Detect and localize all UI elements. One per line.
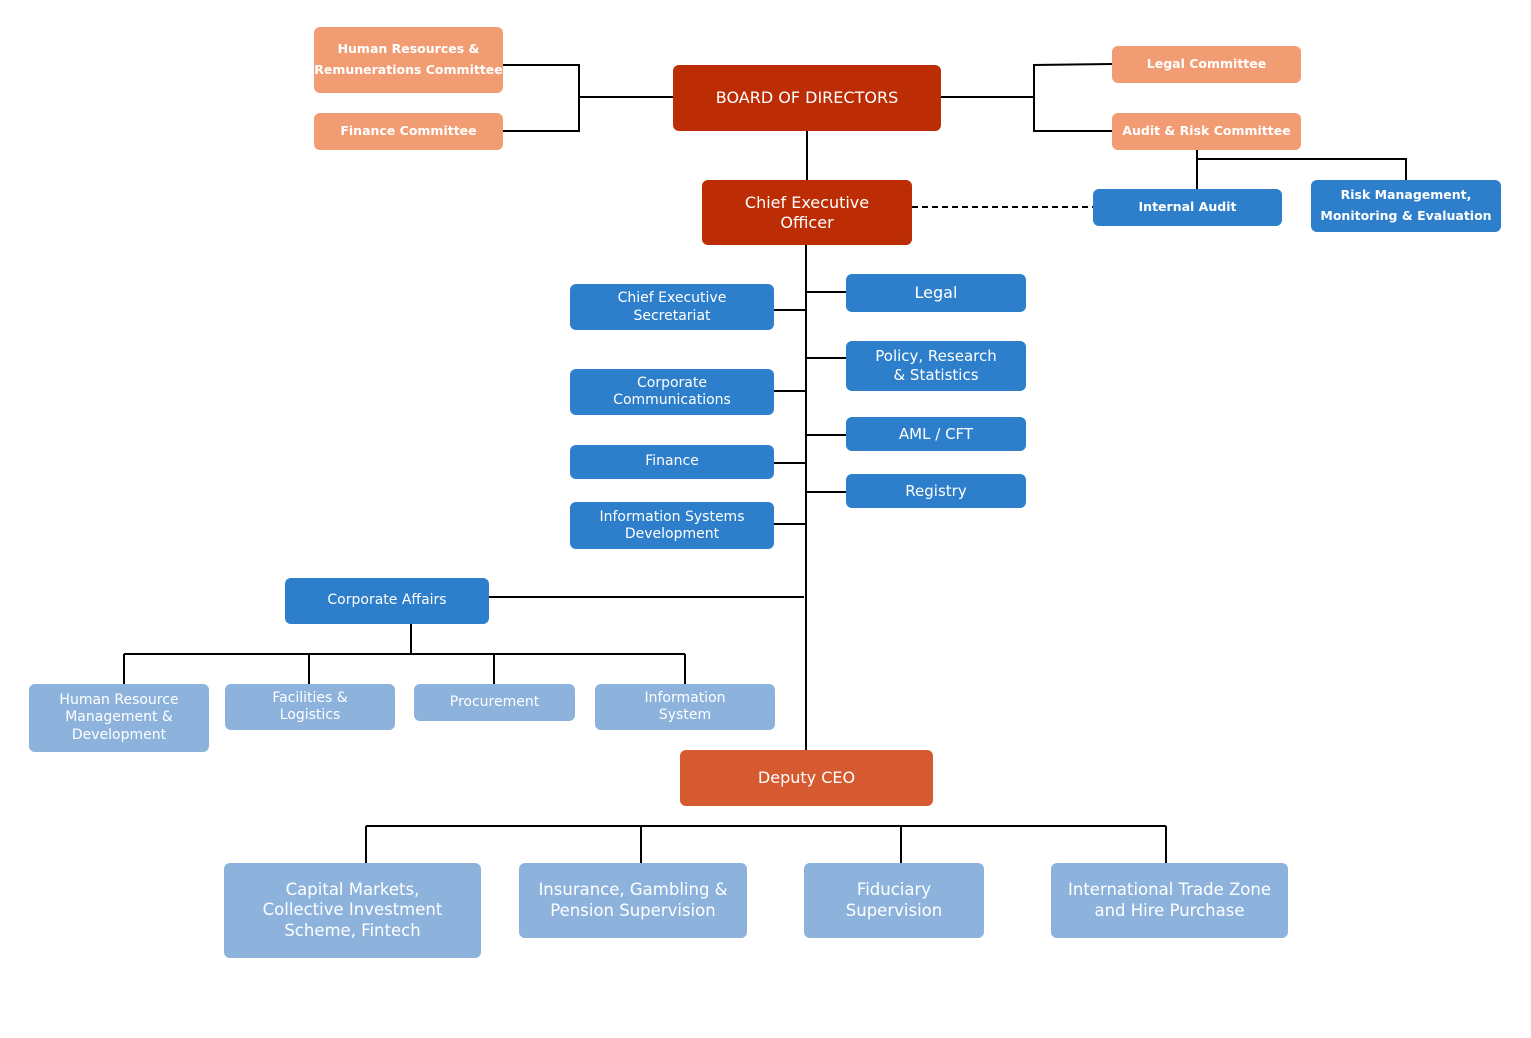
facilities-logistics-box: Facilities & Logistics <box>225 684 395 730</box>
fiduciary-supervision-box: Fiduciary Supervision <box>804 863 984 938</box>
legal-box: Legal <box>846 274 1026 312</box>
hr-remuneration-committee-box: Human Resources & Remunerations Committe… <box>314 27 503 93</box>
insurance-gambling-pension-box: Insurance, Gambling & Pension Supervisio… <box>519 863 747 938</box>
procurement-box: Procurement <box>414 684 575 721</box>
capital-markets-box: Capital Markets, Collective Investment S… <box>224 863 481 958</box>
deputy-ceo-box: Deputy CEO <box>680 750 933 806</box>
international-trade-zone-box: International Trade Zone and Hire Purcha… <box>1051 863 1288 938</box>
legal-committee-box: Legal Committee <box>1112 46 1301 83</box>
finance-committee-box: Finance Committee <box>314 113 503 150</box>
ceo-box: Chief Executive Officer <box>702 180 912 245</box>
finance-box: Finance <box>570 445 774 479</box>
internal-audit-box: Internal Audit <box>1093 189 1282 226</box>
information-systems-development-box: Information Systems Development <box>570 502 774 549</box>
audit-risk-committee-box: Audit & Risk Committee <box>1112 113 1301 150</box>
hr-management-development-box: Human Resource Management & Development <box>29 684 209 752</box>
information-system-box: Information System <box>595 684 775 730</box>
board-of-directors-box: BOARD OF DIRECTORS <box>673 65 941 131</box>
aml-cft-box: AML / CFT <box>846 417 1026 451</box>
policy-research-statistics-box: Policy, Research & Statistics <box>846 341 1026 391</box>
registry-box: Registry <box>846 474 1026 508</box>
corporate-affairs-box: Corporate Affairs <box>285 578 489 624</box>
risk-management-box: Risk Management, Monitoring & Evaluation <box>1311 180 1501 232</box>
chief-executive-secretariat-box: Chief Executive Secretariat <box>570 284 774 330</box>
corporate-communications-box: Corporate Communications <box>570 369 774 415</box>
